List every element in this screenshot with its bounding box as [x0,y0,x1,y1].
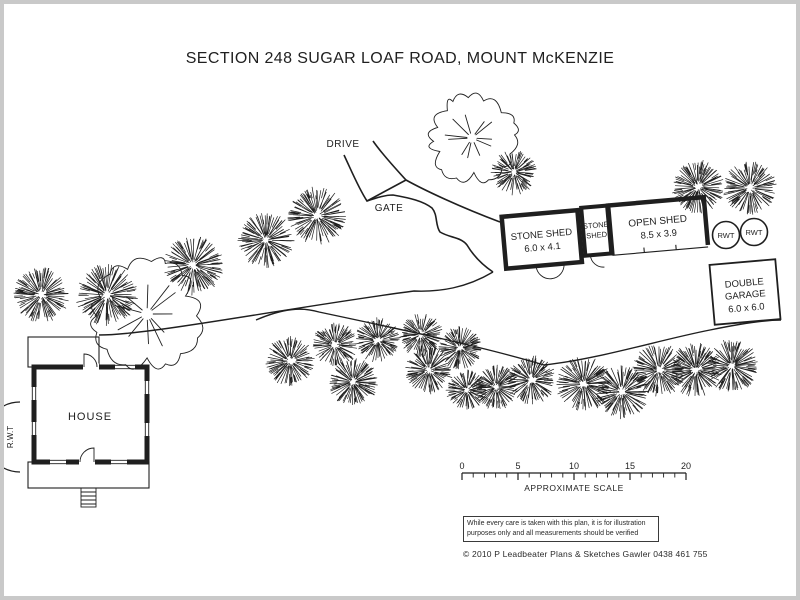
house-door-arc-bottom [79,447,95,463]
house-steps [80,487,97,508]
scale-tick-label: 20 [681,461,691,471]
window-gap [115,363,135,371]
open-shed [605,194,711,256]
tree-starburst [76,264,138,326]
copyright-line: © 2010 P Leadbeater Plans & Sketches Gaw… [463,549,708,559]
drive-label: DRIVE [326,139,359,150]
tree-starburst [473,364,518,409]
window-gap [111,458,127,466]
tree-starburst [399,313,443,358]
house-verandah-bottom [27,461,150,489]
gate-label: GATE [375,203,403,214]
window-glass [31,387,37,400]
house-windows [30,363,151,466]
rwt-tank-2 [739,217,769,247]
tree-starburst [723,161,777,215]
tree-starburst [671,343,722,397]
rainwater-tanks: RWT RWT [711,217,769,250]
window-glass [144,423,150,436]
tree-starburst [405,345,453,395]
window-gap [143,381,151,394]
house-door-arc-top [83,353,98,368]
stone-shed-label: STONE SHED [510,227,572,243]
window-gap [30,387,38,400]
tree-starburst [312,322,358,367]
tree-starburst [672,160,724,214]
steps-rungs [81,491,96,505]
track-to-house [98,271,494,336]
tree-starburst [287,186,346,245]
scale-bar-minor-ticks [472,473,676,478]
house-verandah-top [27,336,100,368]
tree-starburst [354,317,401,363]
scale-bar-line [461,472,687,480]
site-plan-drawing: STONE SHED 6.0 x 4.1 STONE SHED OPEN SHE… [4,92,782,508]
scale-tick-label: 0 [459,461,464,471]
steps-outline [80,487,97,508]
tree-starburst [329,358,378,406]
stone-shed [499,207,585,272]
house-door-gap-top [83,363,99,371]
open-shed-label: OPEN SHED [628,214,688,230]
rwt-tank-2-label: RWT [746,228,763,237]
open-shed-size: 8.5 x 3.9 [640,228,677,242]
scale-tick-label: 15 [625,461,635,471]
window-gap [50,458,66,466]
tree-outline [427,92,519,184]
shed-complex: STONE SHED 6.0 x 4.1 STONE SHED OPEN SHE… [499,194,711,280]
disclaimer-box: While every care is taken with this plan… [463,516,659,543]
tree-starburst [507,355,555,405]
window-glass [50,459,66,465]
house-door-gap-bottom [79,458,95,466]
drive-left-edge [343,154,494,273]
scale-bar-caption: APPROXIMATE SCALE [524,483,624,493]
track-to-garage [255,308,782,366]
double-garage: DOUBLE GARAGE 6.0 x 6.0 [708,258,782,326]
page-title: SECTION 248 SUGAR LOAF ROAD, MOUNT McKEN… [185,50,615,67]
driveway-lines [98,140,782,366]
tree-starburst [438,326,482,370]
tree-starburst [164,236,223,296]
window-gap [143,423,151,436]
tree-starburst [265,335,315,387]
double-garage-label-1: DOUBLE [724,276,764,290]
rwt-tank-1-label: RWT [718,231,735,240]
tree-starburst [632,345,685,397]
tree-starburst [237,213,295,269]
tree-starburst [13,267,69,322]
small-stone-shed-door-arc [589,255,605,268]
tree-starburst [595,365,649,420]
window-gap [30,422,38,435]
rwt-tank-1 [711,220,741,250]
house-label: HOUSE [68,411,112,423]
window-glass [111,459,127,465]
drive-right-edge [372,140,501,223]
window-glass [31,422,37,435]
trees-layer [13,92,777,420]
tree-starburst [445,369,488,410]
small-stone-shed-label-1: STONE [583,220,609,231]
scale-tick-label: 5 [515,461,520,471]
stone-shed-door-arc [535,263,565,280]
stone-shed-size: 6.0 x 4.1 [524,241,561,255]
window-glass [144,381,150,394]
house-rwt-tank-arc [4,401,21,473]
double-garage-outline [708,258,782,326]
double-garage-size: 6.0 x 6.0 [728,301,765,315]
scale-bar: 0 5 10 15 20 APPROXIMATE SCALE [459,461,691,493]
house: HOUSE R.W.T [4,336,151,508]
double-garage-label-2: GARAGE [725,288,766,303]
tree-starburst [705,339,758,392]
house-rwt-label: R.W.T [6,426,15,448]
tree-starburst [490,150,537,196]
small-stone-shed-label-2: SHED [586,230,608,241]
gate-line [366,179,407,202]
open-shed-open-side [612,244,709,256]
scale-tick-label: 10 [569,461,579,471]
